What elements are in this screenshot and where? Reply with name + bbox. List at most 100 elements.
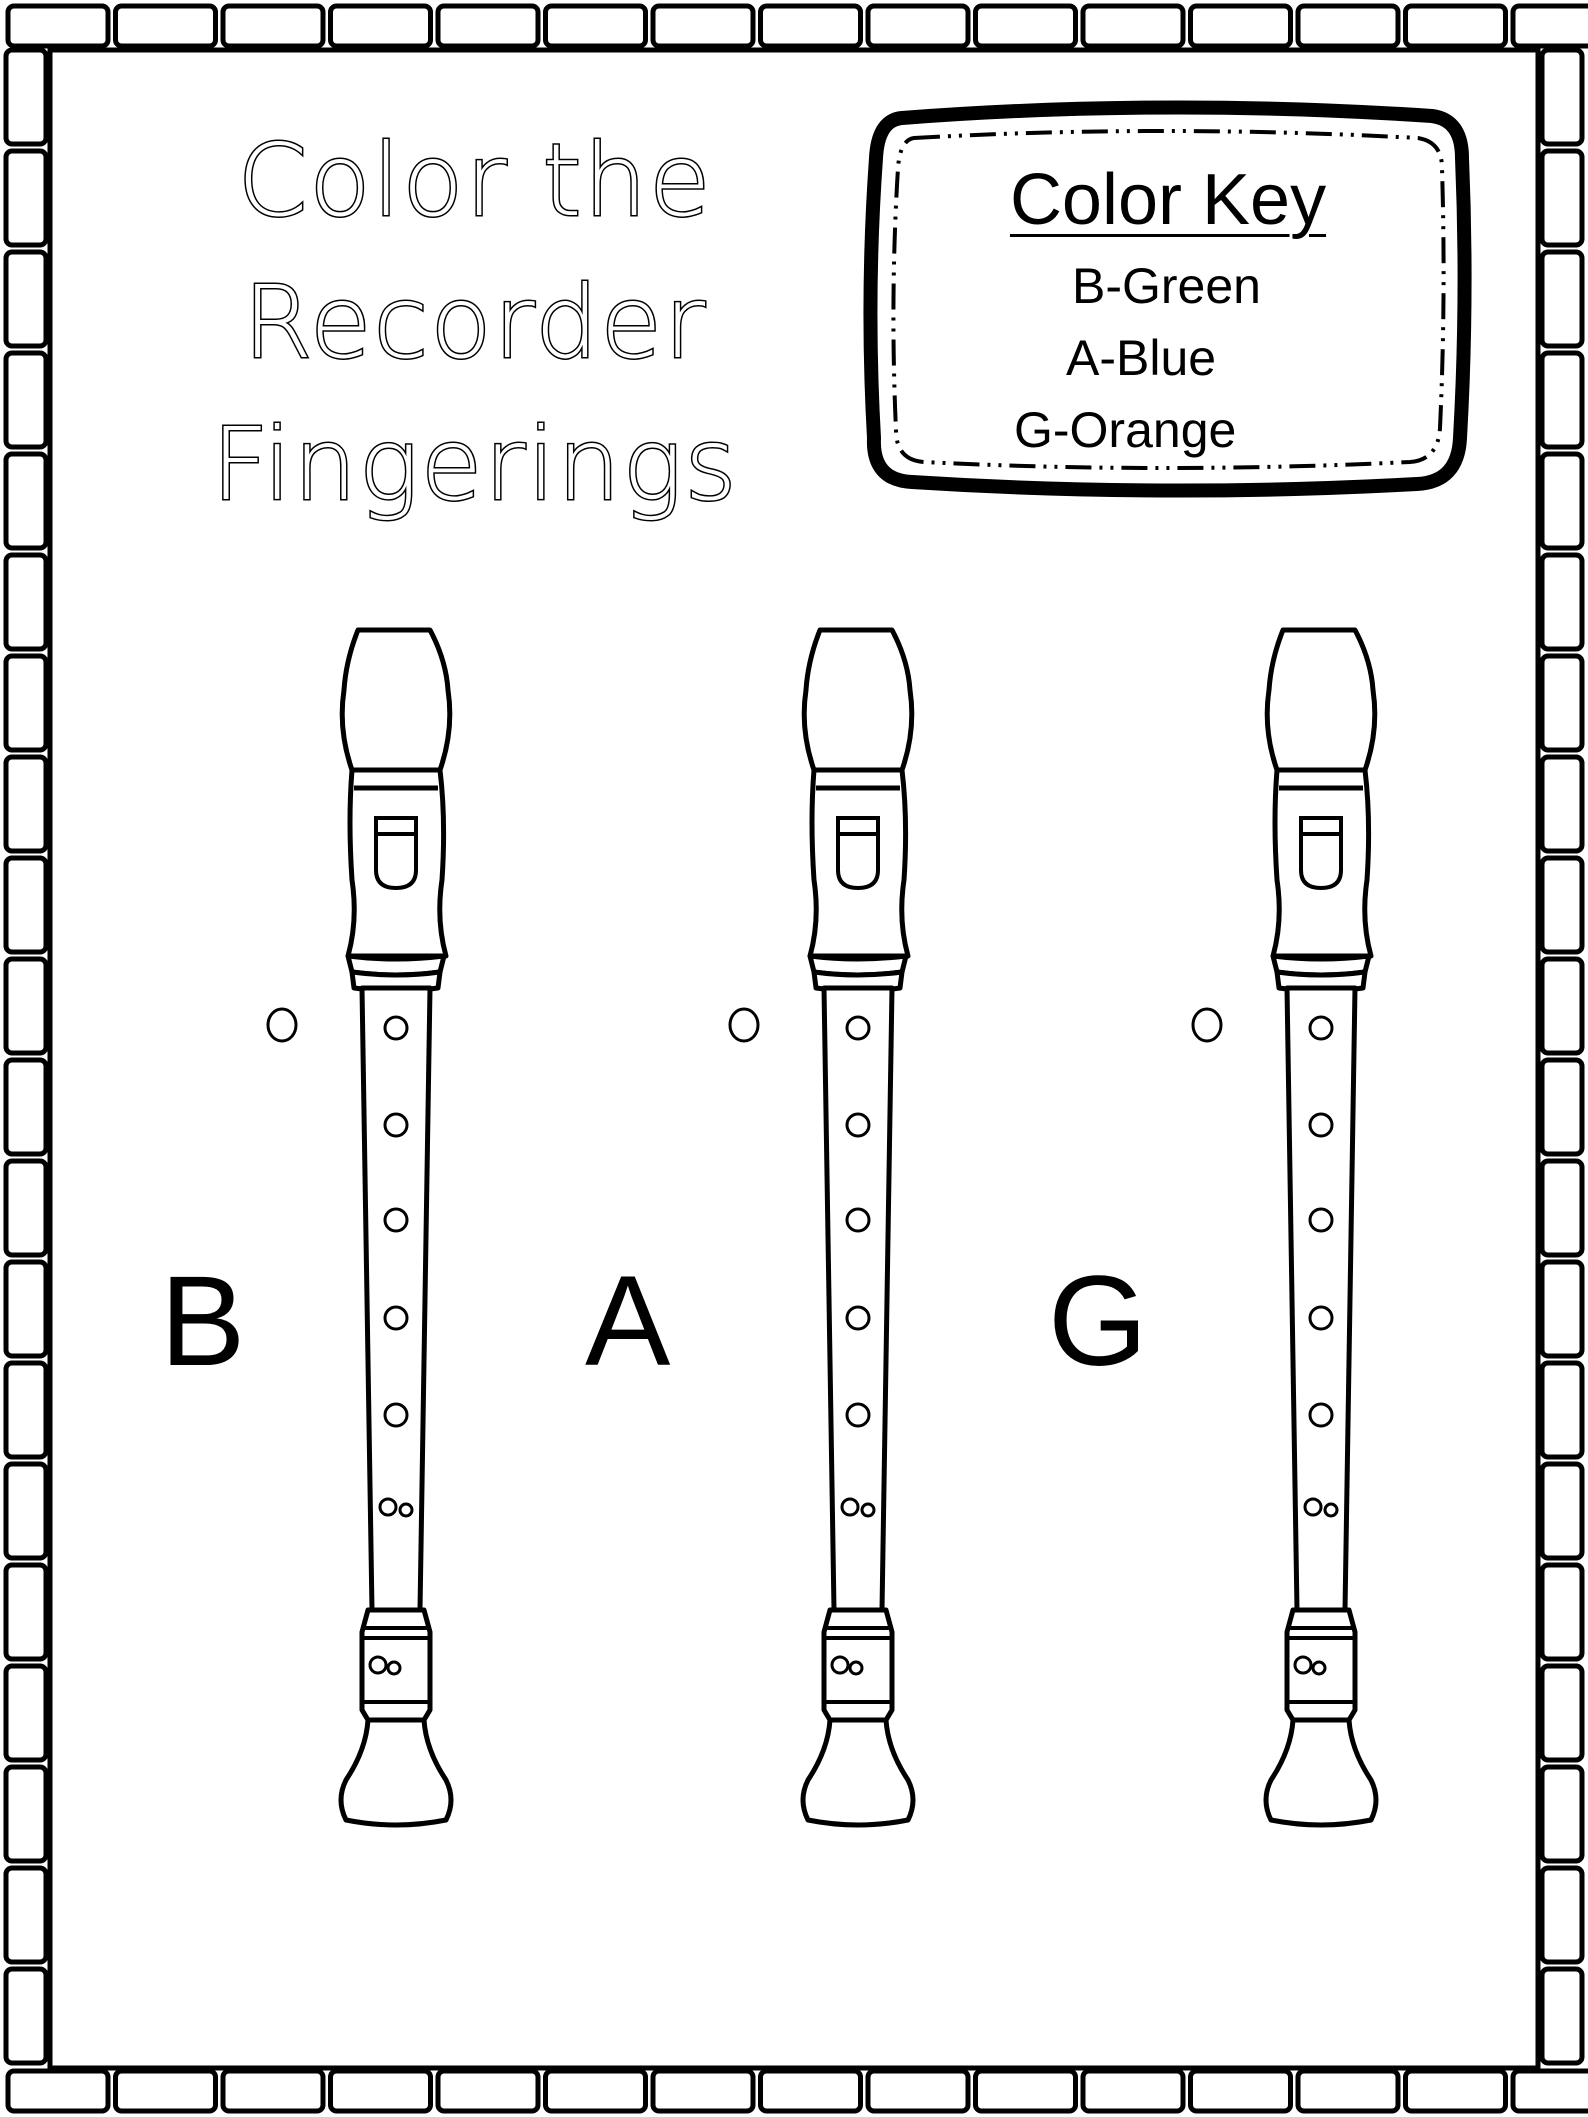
border-left-bricks (3, 47, 49, 2066)
border-brick (1295, 3, 1401, 49)
thumb-hole-icon (1191, 1007, 1223, 1043)
border-brick (3, 552, 49, 652)
border-brick (3, 350, 49, 450)
recorder-a (728, 620, 958, 1920)
border-brick (3, 1057, 49, 1157)
border-brick (1539, 1865, 1585, 1965)
recorder-window (836, 816, 880, 891)
finger-hole-icon (1323, 1502, 1339, 1518)
border-brick (220, 3, 326, 49)
border-brick (1403, 3, 1508, 49)
finger-hole-icon (383, 1402, 409, 1428)
border-brick (3, 1562, 49, 1662)
note-letter-a: A (585, 1250, 671, 1393)
border-brick (1403, 2068, 1508, 2114)
border-brick (973, 3, 1078, 49)
recorder-head-joint (1270, 767, 1374, 959)
recorder-icon (266, 627, 454, 1828)
page-title: Color the Recorder Fingerings (150, 110, 800, 536)
title-line-1: Color the (236, 121, 713, 241)
border-brick (1188, 3, 1293, 49)
border-brick (1510, 3, 1588, 49)
border-brick (1539, 249, 1585, 349)
finger-hole-icon (1308, 1112, 1334, 1138)
finger-hole-icon (840, 1497, 860, 1517)
border-right-bricks (1539, 47, 1585, 2066)
finger-hole-icon (383, 1305, 409, 1331)
border-brick (3, 1663, 49, 1763)
color-key-box: Color Key B-Green A-Blue G-Orange (862, 98, 1474, 498)
border-brick (5, 2068, 111, 2114)
thumb-hole-icon (266, 1007, 298, 1043)
finger-hole-icon (368, 1655, 388, 1675)
border-brick (1539, 1360, 1585, 1460)
color-key-heading: Color Key (1009, 160, 1327, 240)
border-brick (3, 1865, 49, 1965)
recorder-icon (728, 627, 916, 1828)
border-brick (220, 2068, 326, 2114)
recorder-bell (338, 1717, 454, 1828)
note-letter-b: B (160, 1250, 246, 1393)
border-top-bricks (5, 3, 1588, 49)
recorder-mouthpiece (339, 627, 453, 773)
color-key-item-b: B-Green (1072, 258, 1261, 314)
border-brick (3, 1259, 49, 1359)
finger-hole-icon (383, 1015, 409, 1041)
finger-hole-icon (1308, 1402, 1334, 1428)
finger-hole-icon (845, 1305, 871, 1331)
border-brick (1539, 1259, 1585, 1359)
finger-hole-icon (845, 1015, 871, 1041)
border-bottom-bricks (5, 2068, 1588, 2114)
border-brick (758, 2068, 863, 2114)
border-brick (1539, 1764, 1585, 1864)
finger-hole-icon (845, 1402, 871, 1428)
inner-frame (47, 47, 1541, 2071)
border-brick (1539, 1158, 1585, 1258)
finger-hole-icon (1311, 1660, 1327, 1676)
border-brick (1295, 2068, 1401, 2114)
recorder-body (821, 985, 895, 1613)
border-brick (3, 653, 49, 753)
border-brick (328, 3, 433, 49)
border-brick (435, 3, 541, 49)
note-letter-g: G (1048, 1250, 1148, 1393)
border-brick (1539, 350, 1585, 450)
recorder-bell (800, 1717, 916, 1828)
border-brick (3, 47, 49, 147)
recorder-b (266, 620, 496, 1920)
border-brick (3, 249, 49, 349)
border-brick (543, 3, 648, 49)
border-brick (113, 2068, 218, 2114)
border-brick (1539, 451, 1585, 551)
border-brick (3, 1360, 49, 1460)
recorder-icon (1191, 627, 1379, 1828)
border-brick (3, 1461, 49, 1561)
border-brick (3, 956, 49, 1056)
border-brick (1539, 47, 1585, 147)
finger-hole-icon (848, 1660, 864, 1676)
title-line-3: Fingerings (210, 405, 739, 525)
border-brick (3, 1158, 49, 1258)
finger-hole-icon (386, 1660, 402, 1676)
border-brick (3, 855, 49, 955)
finger-hole-icon (845, 1112, 871, 1138)
border-brick (973, 2068, 1078, 2114)
finger-hole-icon (860, 1502, 876, 1518)
border-brick (3, 451, 49, 551)
thumb-hole-icon (728, 1007, 760, 1043)
finger-hole-icon (383, 1112, 409, 1138)
border-brick (1539, 956, 1585, 1056)
border-brick (113, 3, 218, 49)
border-brick (1539, 1562, 1585, 1662)
finger-hole-icon (1308, 1015, 1334, 1041)
border-brick (1539, 653, 1585, 753)
recorder-head-joint (345, 767, 449, 959)
finger-hole-icon (1308, 1305, 1334, 1331)
color-key-item-a: A-Blue (1066, 330, 1217, 386)
border-brick (1188, 2068, 1293, 2114)
border-brick (1080, 2068, 1186, 2114)
border-brick (1539, 1057, 1585, 1157)
recorder-g (1191, 620, 1421, 1920)
border-brick (1510, 2068, 1588, 2114)
